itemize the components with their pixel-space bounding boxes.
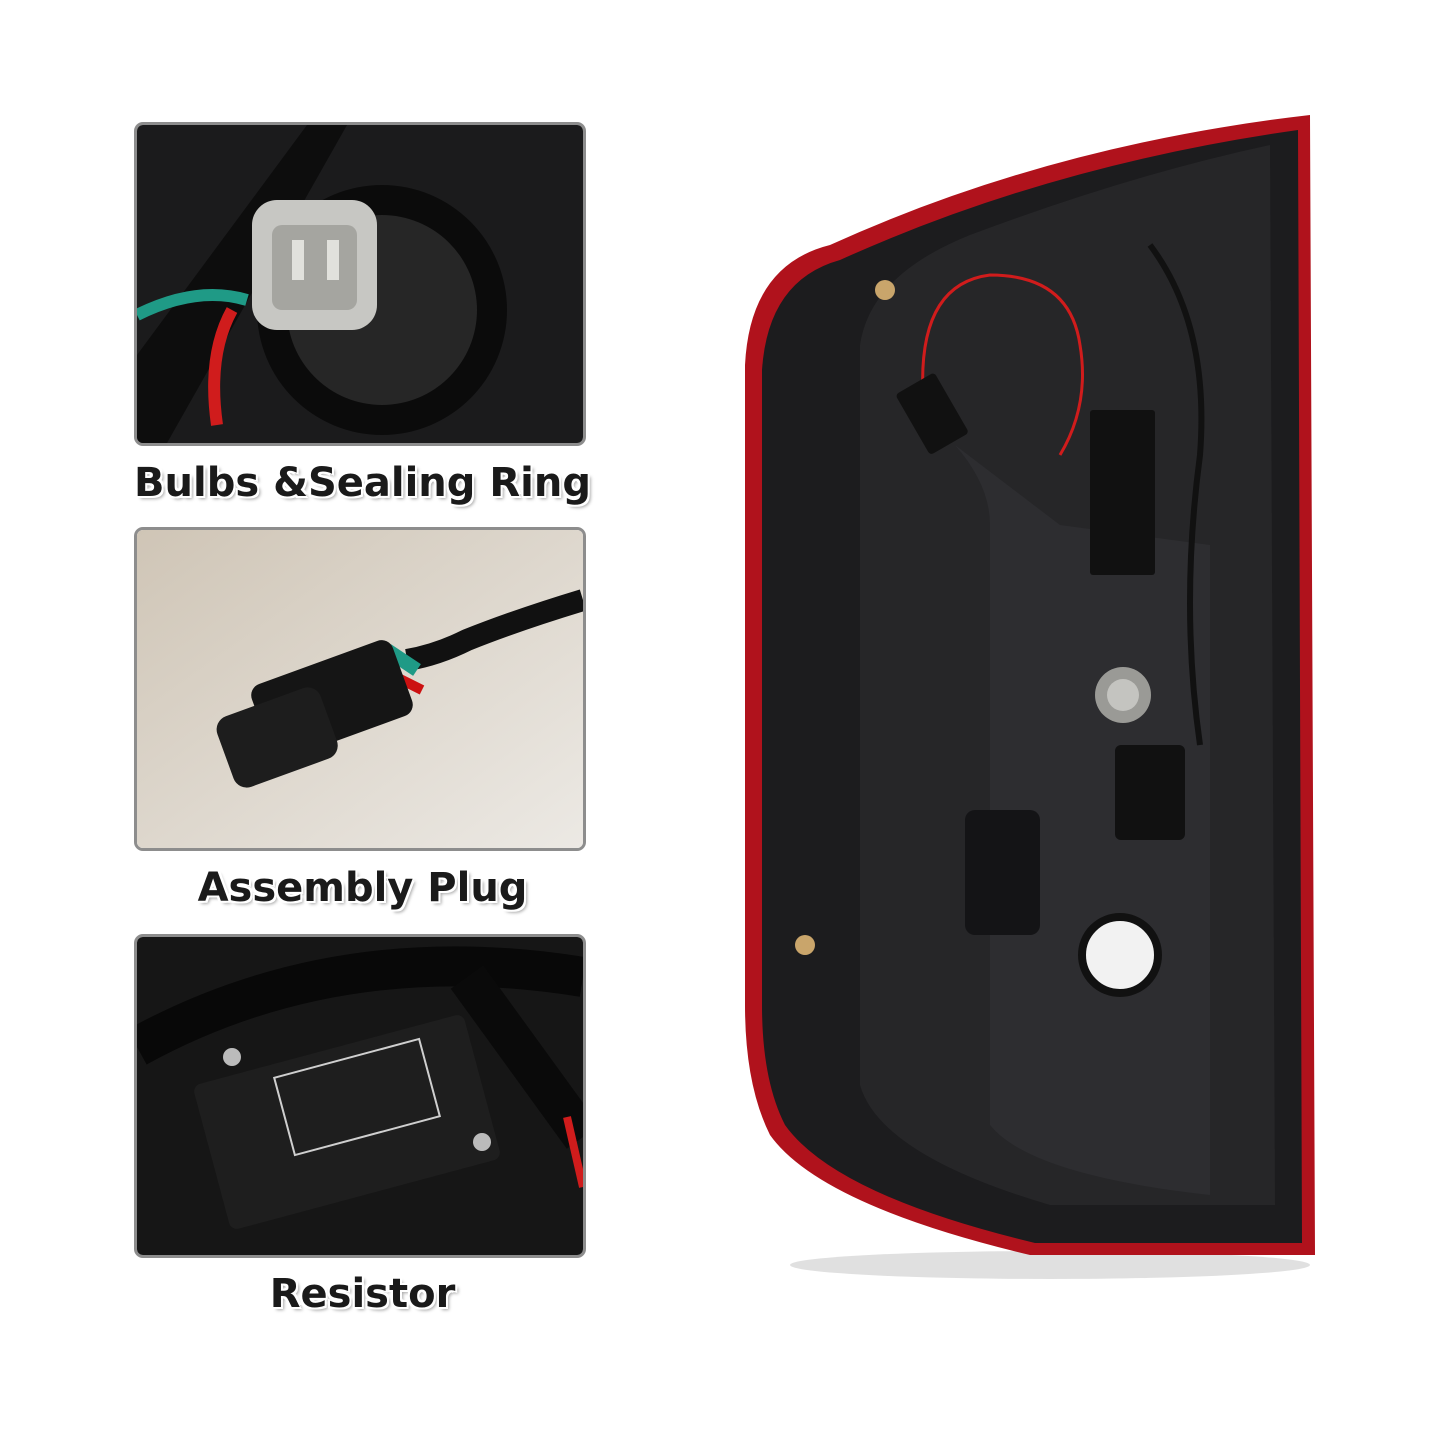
assembly-plug-photo bbox=[134, 527, 586, 851]
tail-light-product-image bbox=[745, 115, 1315, 1279]
plug-illustration bbox=[137, 530, 583, 848]
feature-label: Assembly Plug bbox=[197, 865, 528, 911]
resistor-photo bbox=[134, 934, 586, 1258]
bulb-socket-illustration bbox=[137, 125, 583, 443]
feature-label: Bulbs &Sealing Ring bbox=[134, 460, 591, 506]
resistor-illustration bbox=[137, 937, 583, 1255]
bulb-sealing-ring-photo bbox=[134, 122, 586, 446]
feature-label: Resistor bbox=[269, 1271, 456, 1317]
